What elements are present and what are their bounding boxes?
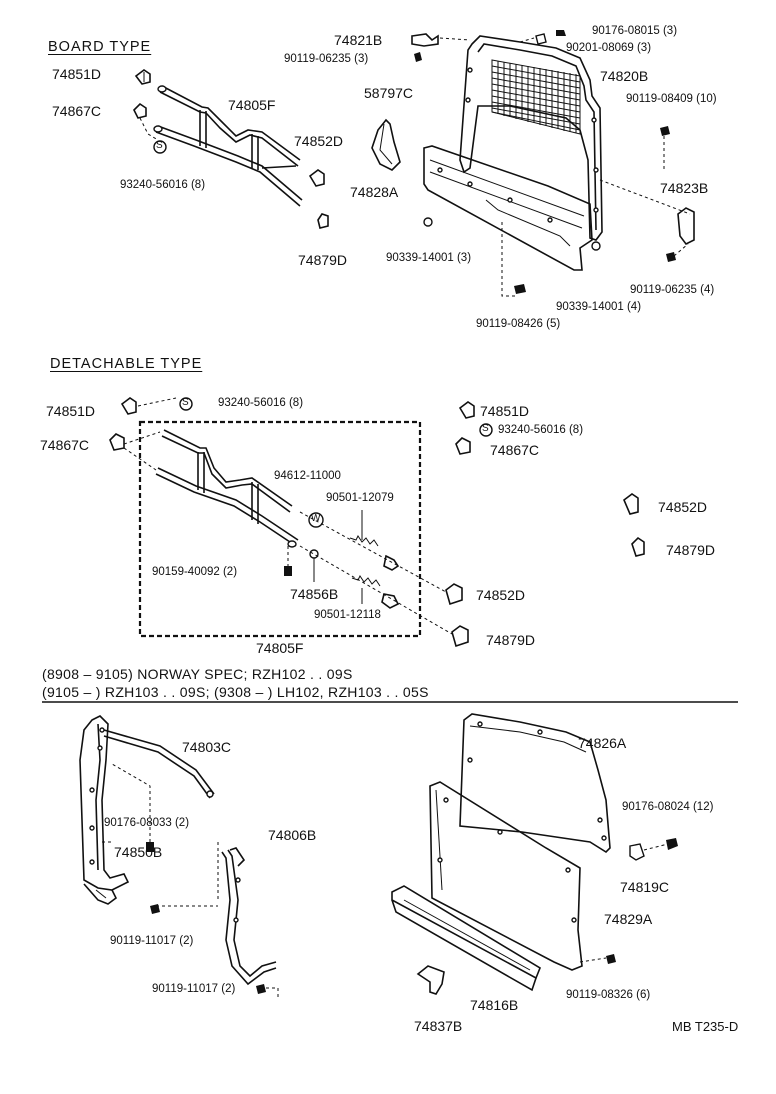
label-90119-11017-b: 90119-11017 (2) bbox=[152, 983, 236, 995]
label-74852D-detach-right: 74852D bbox=[658, 499, 708, 515]
label-90119-08326: 90119-08326 (6) bbox=[566, 989, 651, 1001]
label-93240-56016-detach-right: 93240-56016 (8) bbox=[498, 424, 584, 436]
detachable-kit-box bbox=[138, 420, 422, 638]
label-74850B: 74850B bbox=[114, 844, 163, 860]
section-title-detachable-type: DETACHABLE TYPE bbox=[50, 356, 203, 372]
label-90119-08426: 90119-08426 (5) bbox=[476, 318, 561, 330]
label-94612-11000: 94612-11000 bbox=[274, 470, 341, 482]
label-74851D-detach-left: 74851D bbox=[46, 403, 96, 419]
label-90501-12079: 90501-12079 bbox=[326, 492, 394, 504]
label-74867C-detach-left: 74867C bbox=[40, 437, 90, 453]
label-90119-08409: 90119-08409 (10) bbox=[626, 93, 717, 105]
section-title-board-type: BOARD TYPE bbox=[48, 39, 152, 55]
label-90176-08015: 90176-08015 (3) bbox=[592, 25, 678, 37]
label-74805F-board: 74805F bbox=[228, 97, 276, 113]
label-74851D-detach-right: 74851D bbox=[480, 403, 530, 419]
label-74805F-detach: 74805F bbox=[256, 640, 304, 656]
label-74879D-detach-mid: 74879D bbox=[486, 632, 536, 648]
rail-74816B bbox=[391, 885, 541, 992]
board-74828A bbox=[423, 145, 593, 271]
reference-code: MB T235-D bbox=[672, 1019, 739, 1034]
label-90176-08024: 90176-08024 (12) bbox=[622, 801, 714, 813]
label-90119-11017-a: 90119-11017 (2) bbox=[110, 935, 194, 947]
label-90119-06235-3: 90119-06235 (3) bbox=[284, 53, 369, 65]
label-74867C-board: 74867C bbox=[52, 103, 102, 119]
panel-74829A bbox=[429, 781, 583, 971]
spec-line-1: (8908 – 9105) NORWAY SPEC; RZH102 . . 09… bbox=[42, 666, 353, 682]
label-90339-14001-4: 90339-14001 (4) bbox=[556, 301, 642, 313]
detachable-rail-74805F bbox=[155, 429, 299, 548]
label-74852D-board: 74852D bbox=[294, 133, 344, 149]
label-74879D-detach-right: 74879D bbox=[666, 542, 716, 558]
clip-74819C bbox=[629, 843, 645, 861]
label-74806B: 74806B bbox=[268, 827, 317, 843]
label-93240-56016-detach-left: 93240-56016 (8) bbox=[218, 397, 304, 409]
label-74837B: 74837B bbox=[414, 1018, 463, 1034]
clip-74879D-board bbox=[317, 213, 329, 229]
label-74879D-board: 74879D bbox=[298, 252, 348, 268]
label-58797C: 58797C bbox=[364, 85, 414, 101]
label-90339-14001-3: 90339-14001 (3) bbox=[386, 252, 472, 264]
clip-90201-08069 bbox=[535, 33, 547, 45]
bracket-74823B bbox=[677, 207, 695, 246]
symbol-s-detach-right: S bbox=[482, 423, 489, 434]
clip-74852D-board bbox=[308, 169, 325, 187]
side-frame-74850B bbox=[79, 715, 130, 905]
label-74816B: 74816B bbox=[470, 997, 519, 1013]
label-93240-56016-board: 93240-56016 (8) bbox=[120, 179, 206, 191]
label-90119-06235-4: 90119-06235 (4) bbox=[630, 284, 715, 296]
label-74856B: 74856B bbox=[290, 586, 339, 602]
screw-90176-08015 bbox=[556, 30, 566, 36]
label-74826A: 74826A bbox=[578, 735, 627, 751]
label-74829A: 74829A bbox=[604, 911, 653, 927]
label-74819C: 74819C bbox=[620, 879, 670, 895]
clip-74851D bbox=[134, 69, 151, 85]
clip-74867C bbox=[133, 102, 159, 141]
label-90201-08069: 90201-08069 (3) bbox=[566, 42, 652, 54]
symbol-s-detach-left: S bbox=[182, 397, 189, 408]
symbol-w: W bbox=[311, 513, 321, 524]
label-90501-12118: 90501-12118 bbox=[314, 609, 381, 621]
label-74821B: 74821B bbox=[334, 32, 383, 48]
label-90159-40092: 90159-40092 (2) bbox=[152, 566, 238, 578]
label-74828A: 74828A bbox=[350, 184, 399, 200]
label-74867C-detach-right: 74867C bbox=[490, 442, 540, 458]
label-90176-08033: 90176-08033 (2) bbox=[104, 817, 190, 829]
symbol-s-board: S bbox=[156, 140, 163, 151]
label-74823B: 74823B bbox=[660, 180, 709, 196]
screw-90119-08409 bbox=[660, 126, 670, 136]
frame-74806B bbox=[221, 847, 277, 986]
label-74803C: 74803C bbox=[182, 739, 232, 755]
handle-58797C bbox=[371, 118, 401, 171]
label-74820B: 74820B bbox=[600, 68, 649, 84]
board-rail-74805F bbox=[153, 85, 303, 207]
label-74851D-board: 74851D bbox=[52, 66, 102, 82]
bracket-74837B bbox=[416, 965, 445, 995]
bracket-74821B bbox=[411, 33, 439, 47]
top-rail-74803C bbox=[103, 729, 215, 795]
net-board-74820B bbox=[459, 35, 603, 241]
spec-line-2: (9105 – ) RZH103 . . 09S; (9308 – ) LH10… bbox=[42, 684, 429, 700]
panel-74826A bbox=[459, 713, 611, 854]
label-74852D-detach-mid: 74852D bbox=[476, 587, 526, 603]
